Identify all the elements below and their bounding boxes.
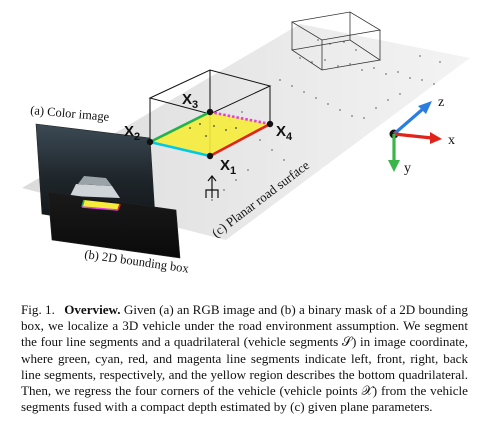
color-image-label: (a) Color image [30, 103, 111, 124]
y-axis-label: y [404, 161, 411, 176]
point-x2-marker [146, 138, 154, 146]
point-x1-label: X1 [220, 157, 236, 177]
back-line-segment [209, 110, 271, 126]
point-x3-label: X3 [182, 91, 198, 111]
mask-magenta-segment [81, 206, 119, 211]
caption-text: Given (a) an RGB image and (b) a binary … [21, 302, 468, 415]
color-image-car [70, 176, 120, 198]
point-x2-label: X2 [124, 123, 140, 143]
far-vehicle-box [290, 11, 382, 71]
front-line-segment [149, 140, 211, 158]
point-cloud [211, 39, 441, 201]
point-x4-label: X4 [276, 123, 293, 143]
x-axis-arrow [393, 132, 433, 140]
x-axis-label: x [448, 133, 455, 148]
z-axis-arrow [392, 106, 426, 136]
bounding-box-panel [47, 191, 181, 259]
caption-fig-label: Fig. 1. [21, 302, 55, 317]
vehicle-interior-points [189, 123, 237, 137]
left-line-segment [149, 110, 211, 144]
z-axis-label: z [438, 95, 444, 110]
caption-title: Overview. [64, 302, 121, 317]
vehicle-bottom-quad [150, 112, 270, 156]
coordinate-axes [388, 101, 442, 172]
overview-figure: X1 X2 X3 X4 (a) Color image (b) 2D bound… [22, 11, 470, 276]
plane-normal-icon [205, 175, 219, 198]
mask-red-segment [117, 203, 121, 211]
point-x3-marker [206, 108, 214, 116]
figure-caption: Fig. 1. Overview. Given (a) an RGB image… [21, 302, 468, 415]
right-line-segment [209, 122, 271, 158]
point-x4-marker [266, 120, 274, 128]
mask-green-segment [81, 199, 85, 208]
point-x1-marker [206, 152, 214, 160]
